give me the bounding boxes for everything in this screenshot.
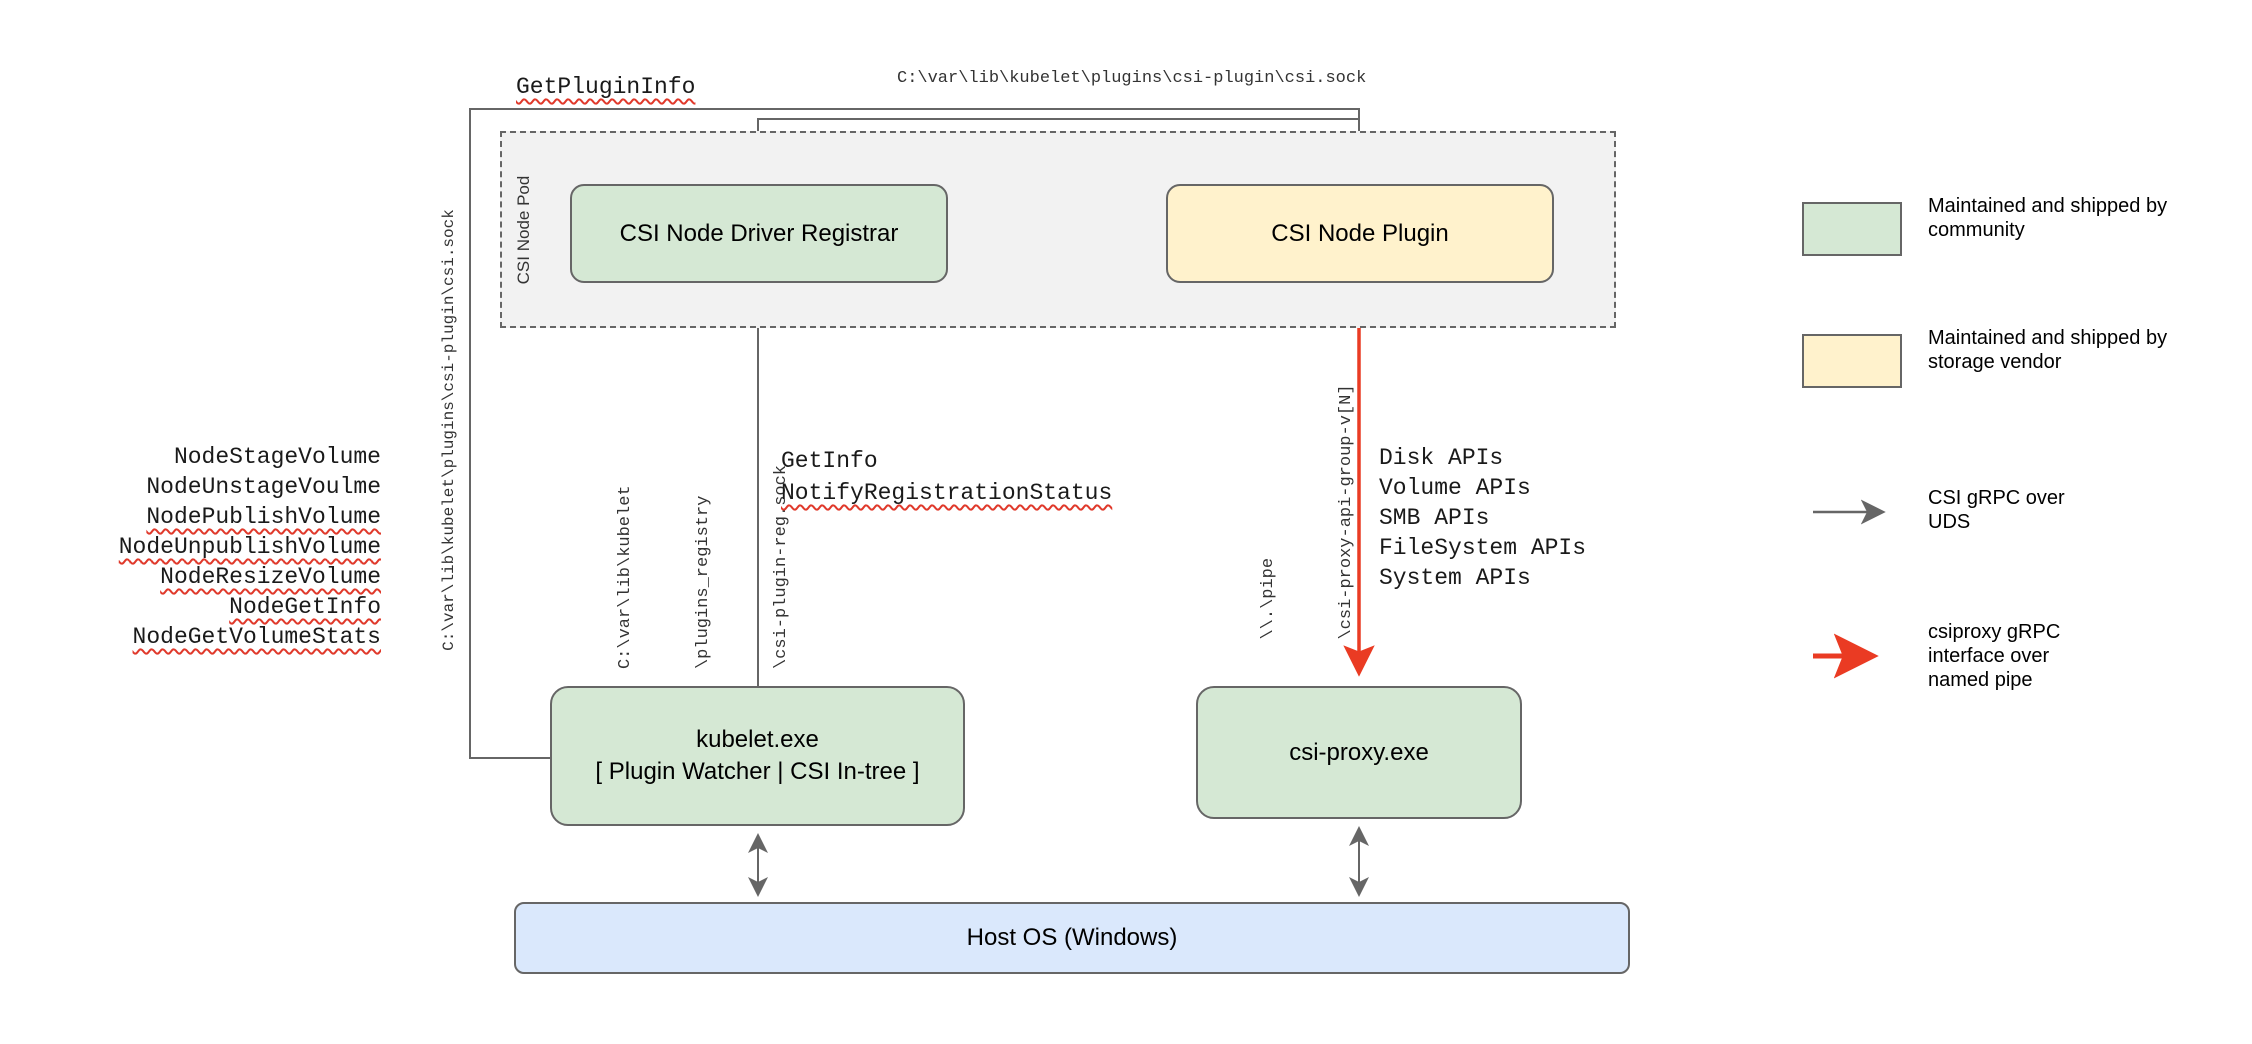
label-getplugininfo: GetPluginInfo — [516, 74, 696, 100]
csi-node-pod-label: CSI Node Pod — [514, 175, 533, 285]
proxy-api-system: System APIs — [1379, 565, 1531, 591]
legend-swatch-community — [1802, 202, 1902, 256]
node-api-nodestagevolume: NodeStageVolume — [173, 444, 381, 470]
legend-swatch-vendor — [1802, 334, 1902, 388]
node-api-nodeunstagevoulme: NodeUnstageVoulme — [146, 474, 381, 500]
proxy-api-volume: Volume APIs — [1379, 475, 1531, 501]
label-csi-sock-path-top: C:\var\lib\kubelet\plugins\csi-plugin\cs… — [897, 69, 1367, 88]
box-csi-node-plugin: CSI Node Plugin — [1166, 184, 1554, 283]
node-api-nodeunpublishvolume: NodeUnpublishVolume — [118, 534, 381, 560]
node-api-list: NodeStageVolume NodeUnstageVoulme NodePu… — [80, 442, 381, 652]
label-getinfo: GetInfo — [781, 448, 878, 474]
box-csi-proxy: csi-proxy.exe — [1196, 686, 1522, 819]
node-api-nodepublishvolume: NodePublishVolume — [146, 504, 381, 530]
box-kubelet: kubelet.exe [ Plugin Watcher | CSI In-tr… — [550, 686, 965, 826]
label-notifyregistrationstatus: NotifyRegistrationStatus — [781, 480, 1113, 506]
legend-label-named-pipe: csiproxy gRPC interface over named pipe — [1928, 621, 2061, 691]
proxy-api-list: Disk APIs Volume APIs SMB APIs FileSyste… — [1379, 443, 1586, 593]
box-host-os: Host OS (Windows) — [514, 902, 1630, 974]
box-csi-node-driver-registrar: CSI Node Driver Registrar — [570, 184, 948, 283]
host-os-label: Host OS (Windows) — [966, 924, 1178, 951]
legend-label-vendor: Maintained and shipped by storage vendor — [1928, 327, 2168, 373]
node-api-noderesizevolume: NodeResizeVolume — [160, 564, 381, 590]
legend-label-uds: CSI gRPC over UDS — [1928, 487, 2065, 533]
uds-line-kubelet-to-plugin — [469, 108, 1369, 759]
legend-label-community: Maintained and shipped by community — [1928, 195, 2168, 241]
registry-sock-line1: C:\var\lib\kubelet — [616, 485, 635, 670]
named-pipe-line2: \csi-proxy-api-group-v[N] — [1337, 384, 1356, 640]
csi-proxy-label: csi-proxy.exe — [1289, 738, 1429, 766]
proxy-api-smb: SMB APIs — [1379, 505, 1490, 531]
registry-sock-line2: \plugins_registry — [694, 495, 713, 670]
csi-node-plugin-label: CSI Node Plugin — [1271, 219, 1449, 247]
proxy-api-filesystem: FileSystem APIs — [1379, 535, 1587, 561]
node-api-nodegetvolumestats: NodeGetVolumeStats — [132, 624, 381, 650]
label-csi-sock-path-left: C:\var\lib\kubelet\plugins\csi-plugin\cs… — [440, 209, 458, 651]
proxy-api-disk: Disk APIs — [1379, 445, 1504, 471]
node-api-nodegetinfo: NodeGetInfo — [229, 594, 381, 620]
named-pipe-line1: \\.\pipe — [1259, 557, 1278, 640]
csi-node-driver-registrar-label: CSI Node Driver Registrar — [619, 219, 899, 247]
kubelet-label-line2: [ Plugin Watcher | CSI In-tree ] — [595, 758, 920, 785]
kubelet-label-line1: kubelet.exe — [696, 726, 819, 753]
